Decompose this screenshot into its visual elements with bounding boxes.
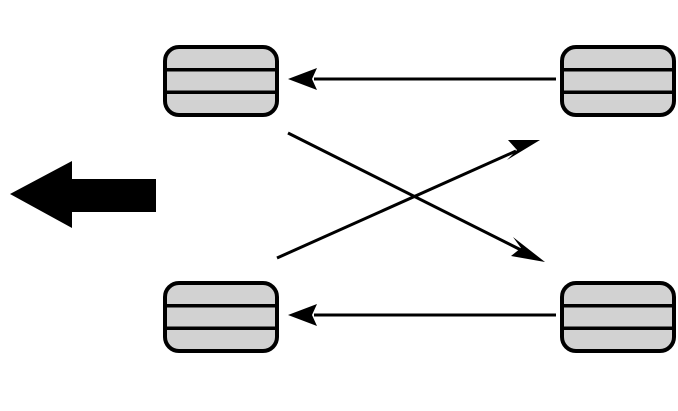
bottom-left-node-body bbox=[163, 281, 279, 353]
bulk-left-arrow[interactable] bbox=[10, 161, 156, 228]
bottom-right-node-body bbox=[560, 281, 676, 353]
diagonal-down-right-line bbox=[287, 131, 522, 252]
bottom-left-node[interactable] bbox=[163, 281, 279, 353]
bottom-horizontal-arrow[interactable] bbox=[288, 304, 556, 326]
top-right-node[interactable] bbox=[560, 45, 676, 117]
top-left-node-body bbox=[163, 45, 279, 117]
diagonal-down-right-arrowhead bbox=[511, 237, 545, 262]
bulk-left-arrow-shape bbox=[10, 161, 156, 228]
diagonal-up-right-line bbox=[276, 149, 517, 260]
bottom-horizontal-arrowhead bbox=[288, 304, 317, 326]
top-right-node-body bbox=[560, 45, 676, 117]
top-horizontal-arrow[interactable] bbox=[288, 68, 556, 90]
diagonal-arrow-up-right[interactable] bbox=[276, 140, 540, 260]
diagonal-up-right-arrowhead bbox=[507, 140, 540, 160]
top-horizontal-arrowhead bbox=[288, 68, 317, 90]
top-left-node[interactable] bbox=[163, 45, 279, 117]
diagonal-arrow-down-right[interactable] bbox=[287, 131, 545, 262]
bottom-right-node[interactable] bbox=[560, 281, 676, 353]
